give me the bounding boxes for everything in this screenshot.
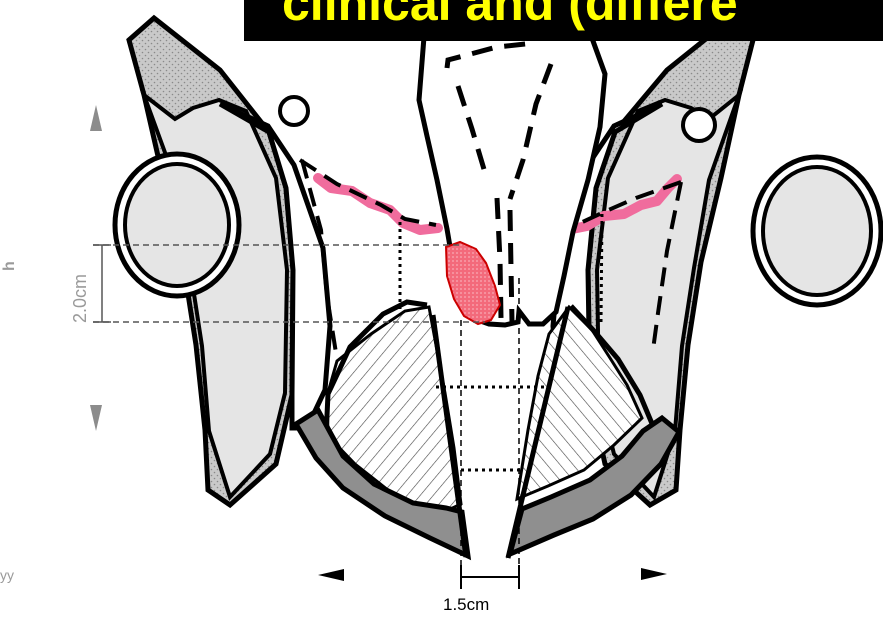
height-axis-label: h bbox=[1, 261, 18, 271]
corner-fragment-label: yy bbox=[0, 567, 14, 583]
small-left-node-shape bbox=[280, 97, 308, 125]
page-title: clinical and (differe bbox=[282, 0, 738, 31]
title-banner: clinical and (differe bbox=[244, 0, 883, 41]
right-femoral-head-shape bbox=[753, 157, 881, 305]
horizontal-measurement-label: 1.5cm bbox=[443, 595, 489, 613]
small-right-node-shape bbox=[683, 109, 715, 141]
vertical-measurement-label: 2.0cm bbox=[70, 274, 90, 323]
left-femoral-head-shape bbox=[115, 154, 239, 296]
